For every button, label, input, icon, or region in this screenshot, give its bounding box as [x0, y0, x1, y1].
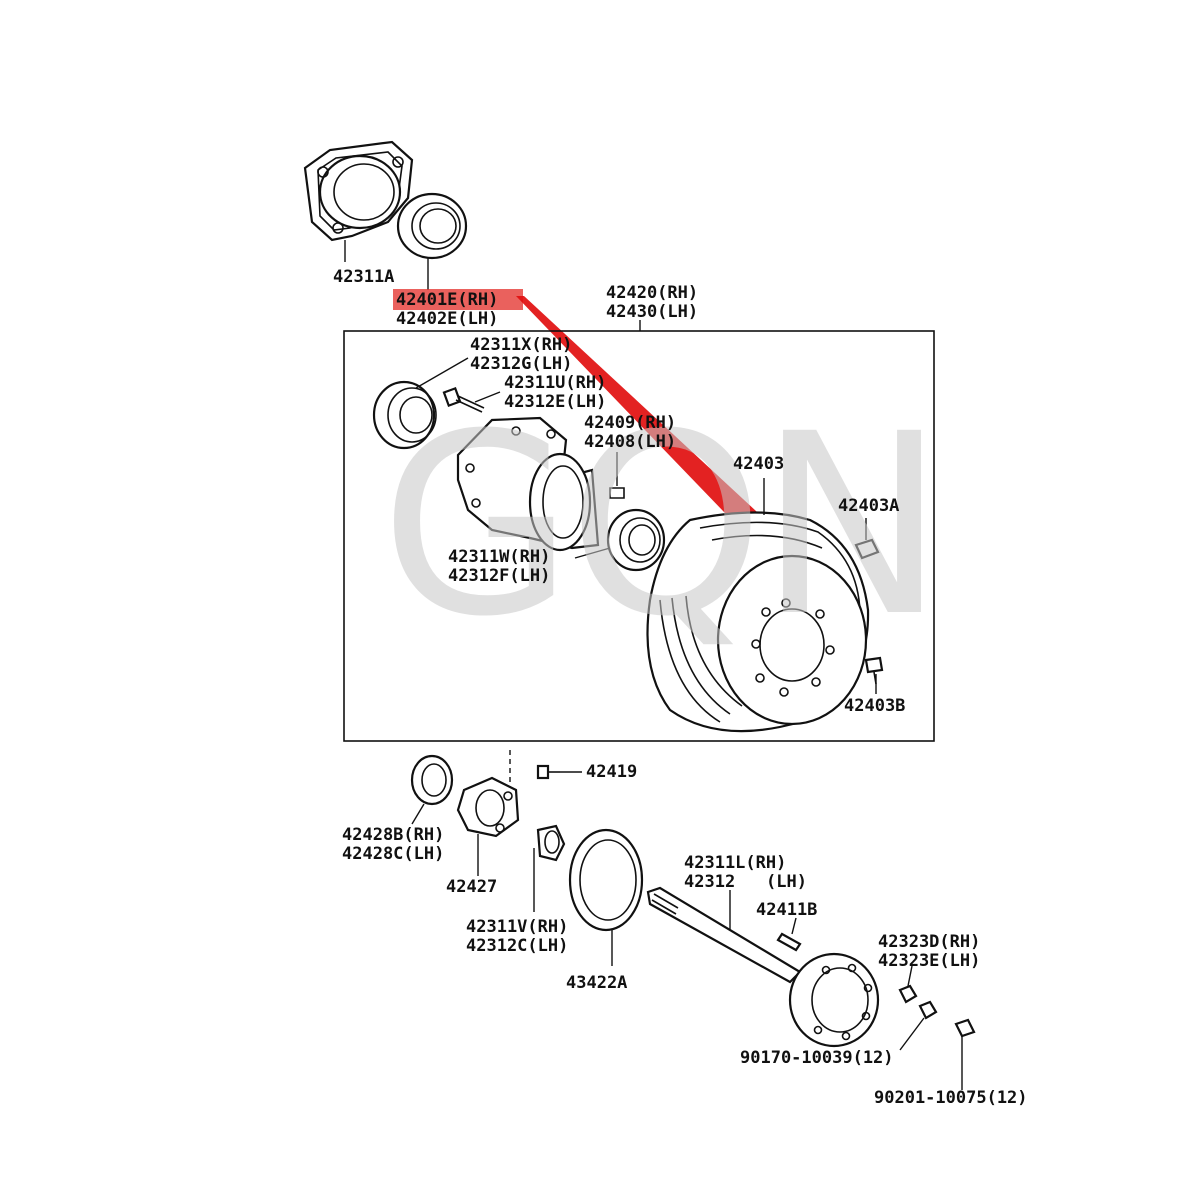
retainer-42427 — [456, 776, 520, 838]
label-42323E: 42323E(LH) — [878, 951, 980, 971]
label-42311U: 42311U(RH) — [504, 373, 606, 393]
nut-42323D — [898, 984, 918, 1004]
label-42403: 42403 — [733, 454, 784, 474]
label-42311A: 42311A — [333, 267, 394, 287]
washer-90170 — [918, 1000, 938, 1020]
leader-42311U — [474, 391, 501, 403]
label-42311V: 42311V(RH) — [466, 917, 568, 937]
watermark-text: GQN — [380, 380, 940, 671]
bearing-42311W — [606, 508, 666, 572]
label-42312G: 42312G(LH) — [470, 354, 572, 374]
label-42323D: 42323D(RH) — [878, 932, 980, 952]
label-42402E: 42402E(LH) — [396, 309, 498, 329]
leader-42428B — [411, 803, 425, 825]
hub-drum-assembly-box — [343, 330, 935, 742]
label-42428B: 42428B(RH) — [342, 825, 444, 845]
leader-42411B — [791, 917, 797, 935]
seal-42311V — [536, 824, 566, 862]
bolt-42419 — [536, 764, 560, 780]
leader-42323D — [907, 965, 913, 987]
label-42430: 42430(LH) — [606, 302, 698, 322]
label-90170: 90170-10039(12) — [740, 1048, 894, 1068]
label-42403B: 42403B — [844, 696, 905, 716]
label-42311W: 42311W(RH) — [448, 547, 550, 567]
gasket-43422A — [568, 828, 644, 932]
bolt-42403B — [864, 656, 884, 685]
leader-42311X — [415, 357, 469, 389]
brake-drum-42403 — [646, 511, 870, 733]
label-42401E: 42401E(RH) — [396, 290, 498, 310]
label-42311L: 42311L(RH) — [684, 853, 786, 873]
label-90201: 90201-10075(12) — [874, 1088, 1028, 1108]
hub-pin — [609, 487, 625, 499]
label-42403A: 42403A — [838, 496, 899, 516]
highlight-42401E — [393, 289, 523, 310]
label-42312-lh: (LH) — [766, 872, 807, 892]
label-43422A: 43422A — [566, 973, 627, 993]
label-42410: 42408(LH) — [584, 432, 676, 452]
label-42312E: 42312E(LH) — [504, 392, 606, 412]
label-42311X: 42311X(RH) — [470, 335, 572, 355]
axle-shaft-42311L — [646, 886, 880, 1048]
stud-42411B — [776, 932, 802, 952]
label-42409: 42409(RH) — [584, 413, 676, 433]
label-42427: 42427 — [446, 877, 497, 897]
leader-90170 — [899, 1017, 925, 1051]
gasket-42428B — [410, 754, 454, 806]
nut-90201 — [954, 1018, 976, 1038]
label-42428C: 42428C(LH) — [342, 844, 444, 864]
axle-hub-42409 — [456, 416, 600, 552]
bearing-42311X — [372, 380, 437, 450]
leader-42311W — [574, 547, 611, 559]
oil-seal-42401E — [396, 192, 468, 260]
label-42411B: 42411B — [756, 900, 817, 920]
bolt-42311U — [442, 386, 485, 413]
label-42419: 42419 — [586, 762, 637, 782]
label-42312C: 42312C(LH) — [466, 936, 568, 956]
label-42420: 42420(RH) — [606, 283, 698, 303]
label-42312: 42312 — [684, 872, 735, 892]
retainer-plate-42311A — [303, 140, 414, 242]
plug-42403A — [854, 538, 880, 560]
label-42312F: 42312F(LH) — [448, 566, 550, 586]
